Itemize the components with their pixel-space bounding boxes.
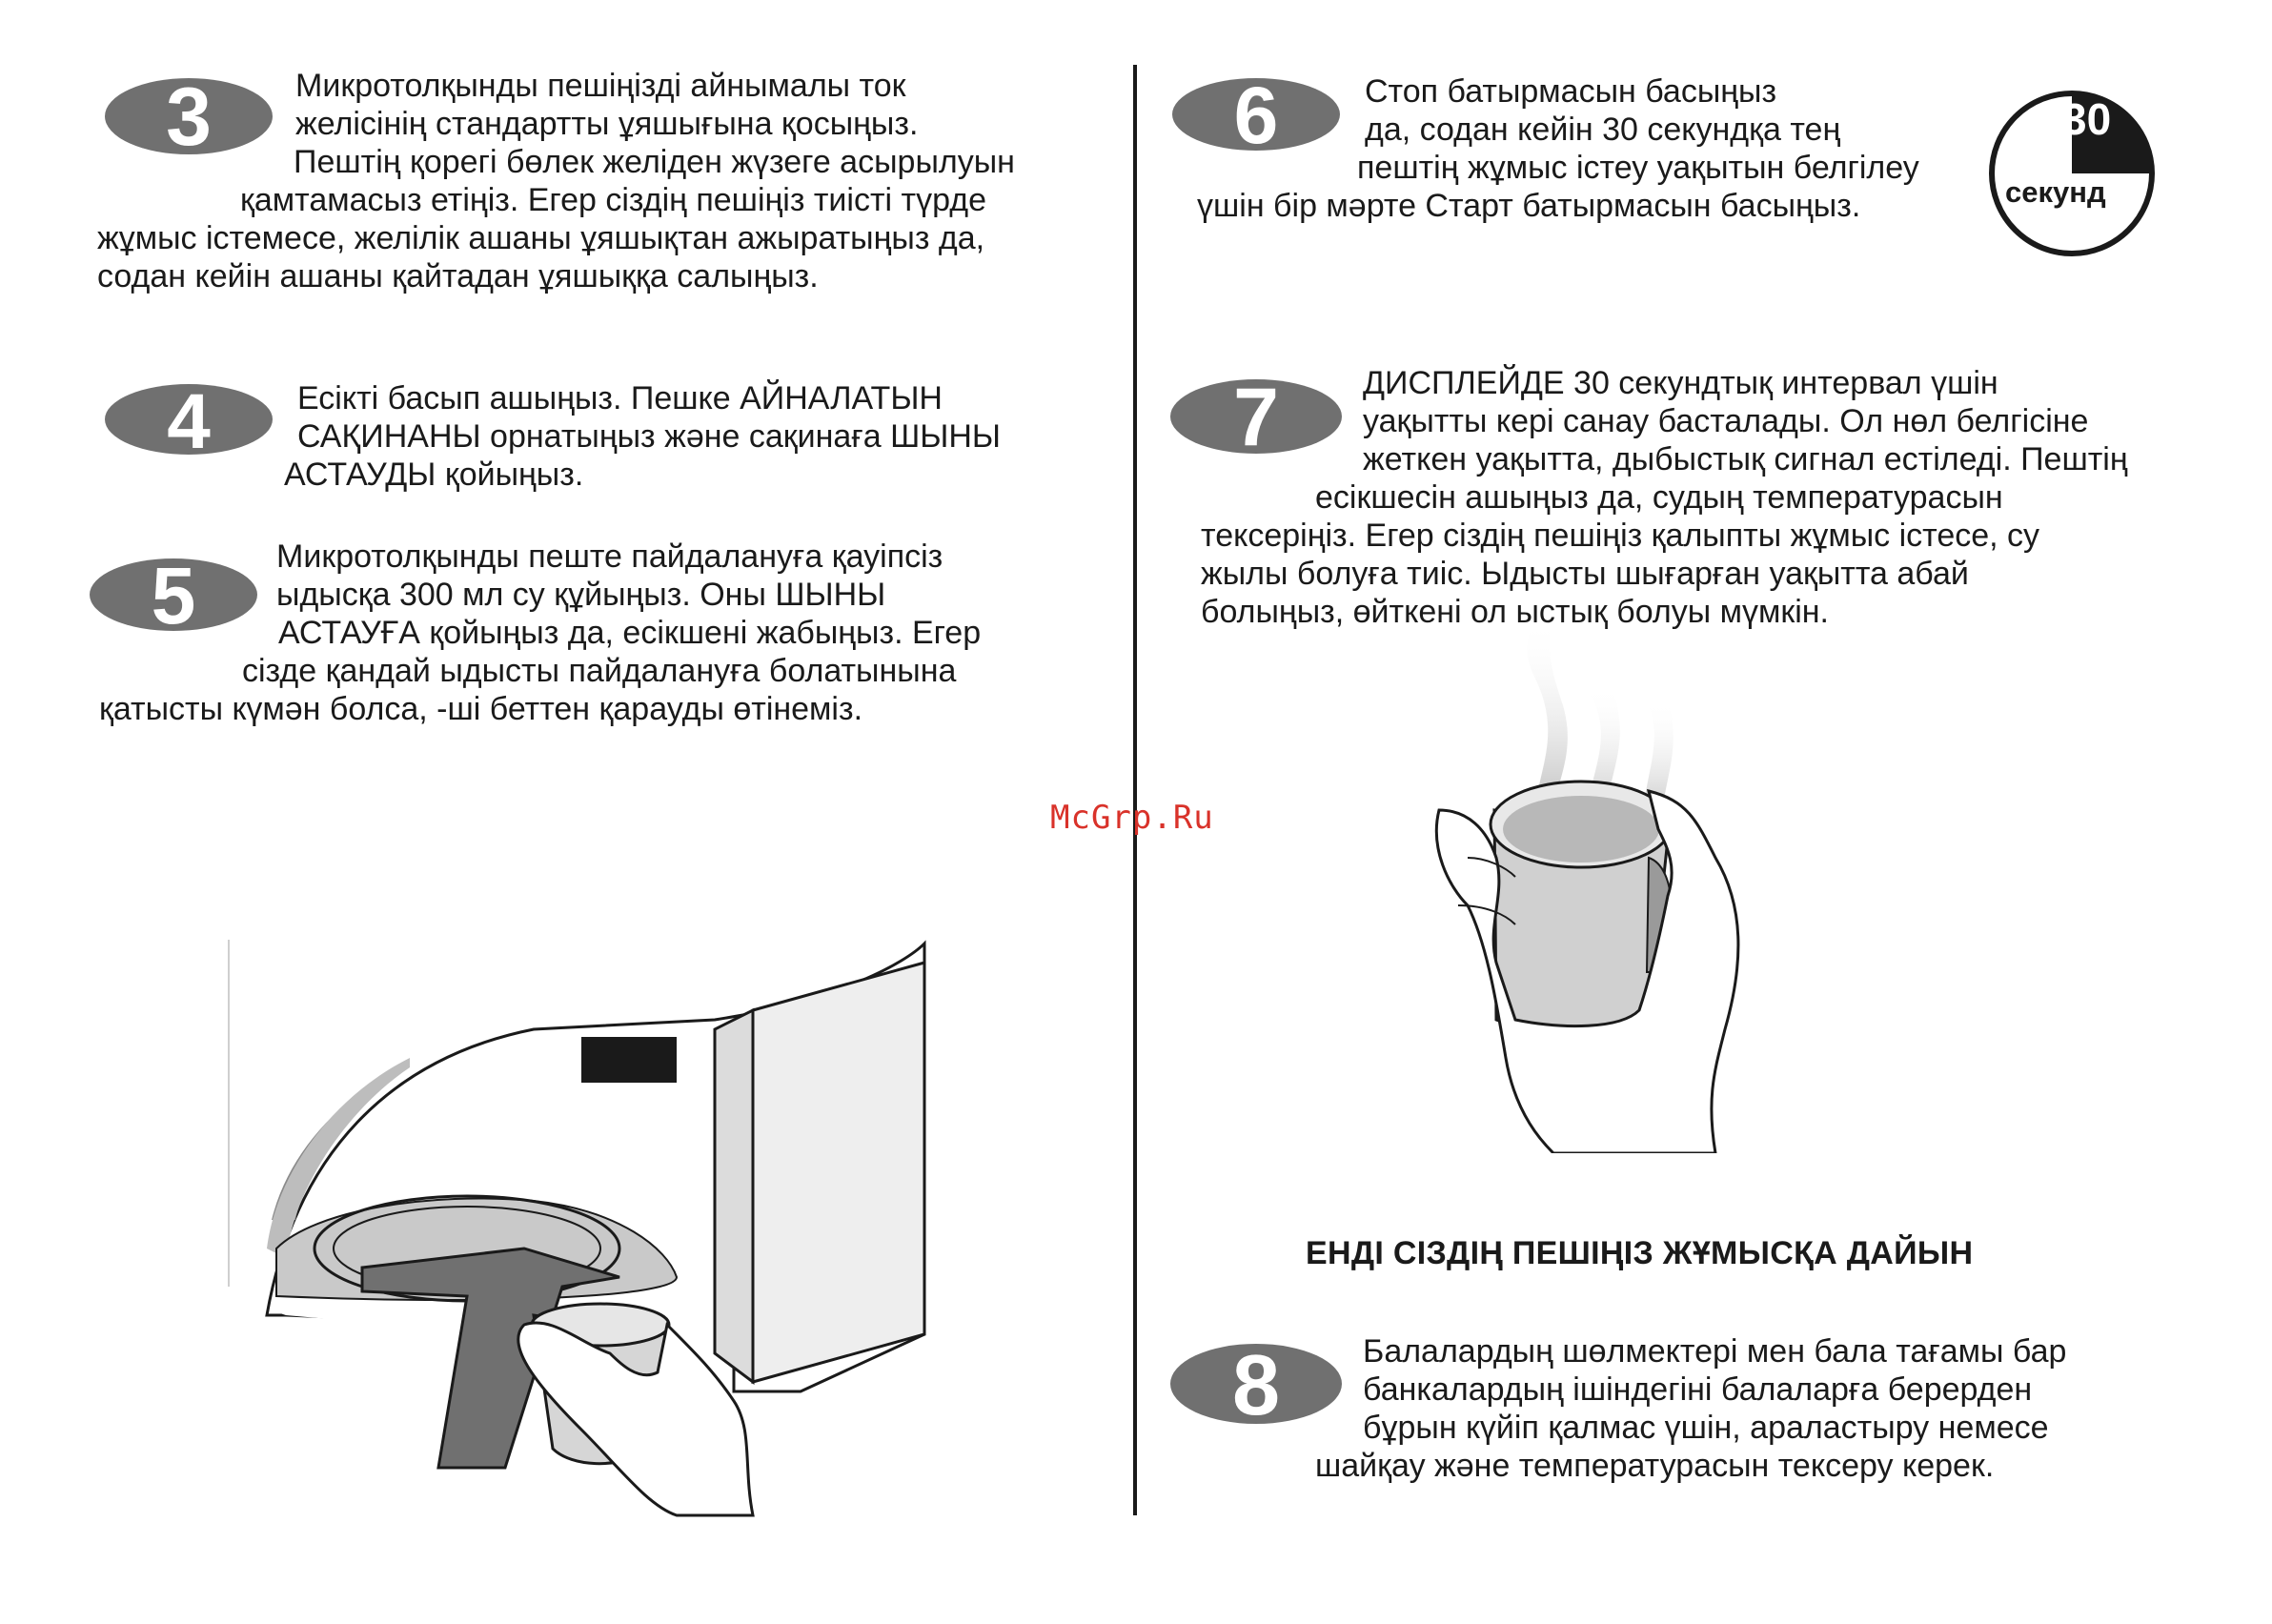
step-8-line: шайқау және температурасын тексеру керек…	[1315, 1448, 1995, 1484]
ready-heading: ЕНДІ СІЗДІҢ ПЕШІҢІЗ ЖҰМЫСҚА ДАЙЫН	[1306, 1235, 1974, 1271]
step-5-number: 5	[152, 555, 196, 635]
step-5-badge: 5	[90, 555, 257, 635]
timer-value: 30	[2062, 94, 2112, 144]
step-3-line: Пештің қорегі бөлек желіден жүзеге асыры…	[294, 144, 1015, 180]
step-4-badge: 4	[105, 381, 273, 457]
step-7-line: жылы болуға тиіс. Ыдысты шығарған уақытт…	[1201, 556, 1969, 592]
step-5-line: сізде қандай ыдысты пайдалануға болатыны…	[242, 653, 957, 689]
step-3-number: 3	[166, 74, 212, 158]
step-7-number: 7	[1233, 376, 1279, 457]
step-6-line: да, содан кейін 30 секундқа тең	[1365, 112, 1841, 148]
step-3-line: қамтамасыз етіңіз. Егер сіздің пешіңіз т…	[240, 182, 986, 218]
step-5-line: АСТАУҒА қойыңыз да, есікшені жабыңыз. Ег…	[278, 615, 982, 651]
watermark: McGrp.Ru	[1050, 799, 1214, 837]
step-7-line: жеткен уақытта, дыбыстық сигнал естіледі…	[1363, 441, 2128, 477]
microwave-illustration	[228, 940, 926, 1517]
column-divider	[1133, 65, 1137, 1515]
step-7-line: болыңыз, өйткені ол ыстық болуы мүмкін.	[1201, 594, 1829, 630]
step-7-line: есікшесін ашыңыз да, судың температурасы…	[1315, 479, 2003, 516]
step-6-line: Стоп батырмасын басыңыз	[1365, 73, 1777, 110]
step-3-line: желісінің стандартты ұяшығына қосыңыз.	[295, 106, 919, 142]
step-5-line: ыдысқа 300 мл су құйыңыз. Оны ШЫНЫ	[276, 577, 886, 613]
step-7-line: тексеріңіз. Егер сіздің пешіңіз қалыпты …	[1201, 518, 2040, 554]
step-7-badge: 7	[1170, 376, 1342, 457]
step-8-number: 8	[1232, 1340, 1280, 1428]
step-6-line: үшін бір мәрте Старт батырмасын басыңыз.	[1197, 188, 1861, 224]
step-4-line: Есікті басып ашыңыз. Пешке АЙНАЛАТЫН	[297, 380, 943, 416]
step-8-line: банкалардың ішіндегіні балаларға берерде…	[1363, 1371, 2033, 1408]
step-4-line: САҚИНАНЫ орнатыңыз және сақинаға ШЫНЫ	[297, 418, 1001, 455]
step-7-line: ДИСПЛЕЙДЕ 30 секундтық интервал үшін	[1363, 365, 1998, 401]
step-3-line: Микротолқынды пешіңізді айнымалы ток	[295, 68, 906, 104]
step-4-line: АСТАУДЫ қойыңыз.	[284, 457, 584, 493]
timer-unit: секунд	[2005, 175, 2106, 209]
step-6-badge: 6	[1172, 74, 1340, 154]
step-6-line: пештің жұмыс істеу уақытын белгілеу	[1357, 150, 1919, 186]
step-3-line: жұмыс істемесе, желілік ашаны ұяшықтан а…	[97, 220, 985, 256]
step-8-line: бұрын күйіп қалмас үшін, араластыру неме…	[1363, 1410, 2049, 1446]
step-5-line: қатысты күмән болса, -ші беттен қарауды …	[99, 691, 863, 727]
steaming-cup-illustration	[1434, 619, 1740, 1153]
step-4-number: 4	[167, 381, 211, 457]
step-6-number: 6	[1234, 74, 1279, 154]
step-3-line: содан кейін ашаны қайтадан ұяшыққа салың…	[97, 258, 819, 294]
step-8-badge: 8	[1170, 1340, 1342, 1428]
step-8-line: Балалардың шөлмектері мен бала тағамы ба…	[1363, 1333, 2067, 1370]
step-3-badge: 3	[105, 74, 273, 158]
step-7-line: уақытты кері санау басталады. Ол нөл бел…	[1363, 403, 2089, 439]
timer-icon	[1989, 91, 2155, 256]
step-5-line: Микротолқынды пеште пайдалануға қауіпсіз	[276, 538, 943, 575]
